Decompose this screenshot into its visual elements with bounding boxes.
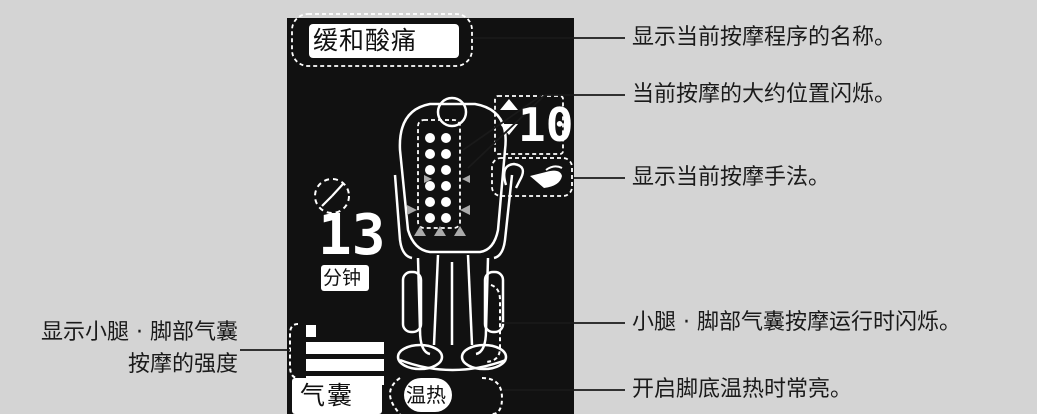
up-arrow-icon xyxy=(500,99,518,110)
timer-unit-box xyxy=(321,265,369,291)
heat-bracket-left xyxy=(389,377,401,414)
airbag-label-box xyxy=(292,378,382,414)
position-arrows xyxy=(407,175,470,236)
level-frame xyxy=(494,95,564,155)
annotation-airbag-intensity-line1: 显示小腿 · 脚部气囊 xyxy=(41,320,238,345)
chair-body-icon xyxy=(393,96,514,372)
timer-value: 13 xyxy=(318,203,386,268)
annotation-technique: 显示当前按摩手法。 xyxy=(632,165,831,190)
technique-dashed-frame xyxy=(491,157,573,197)
heat-bracket xyxy=(481,377,504,414)
annotation-program-name: 显示当前按摩程序的名称。 xyxy=(632,25,897,50)
annotation-airbag-intensity-line2: 按摩的强度 xyxy=(127,352,238,377)
annotation-heat: 开启脚底温热时常亮。 xyxy=(632,377,853,402)
massage-area-frame xyxy=(417,119,461,229)
timer-unit: 分钟 xyxy=(323,267,362,289)
airbag-label: 气囊 xyxy=(300,381,355,410)
annotation-calf-airbag: 小腿 · 脚部气囊按摩运行时闪烁。 xyxy=(632,310,961,335)
level-value: 10 xyxy=(518,98,574,152)
program-name: 缓和酸痛 xyxy=(313,26,418,55)
program-name-box xyxy=(309,24,459,58)
timer-icon xyxy=(314,178,350,214)
massage-nodes xyxy=(425,133,451,223)
heat-label-box xyxy=(404,378,452,412)
program-name-dashed-frame xyxy=(291,13,473,67)
heat-label: 温热 xyxy=(406,383,446,407)
massage-technique-icon xyxy=(503,162,563,189)
annotation-position-blink: 当前按摩的大约位置闪烁。 xyxy=(632,82,897,107)
calf-bracket xyxy=(483,283,501,363)
leader-lines xyxy=(240,37,625,391)
